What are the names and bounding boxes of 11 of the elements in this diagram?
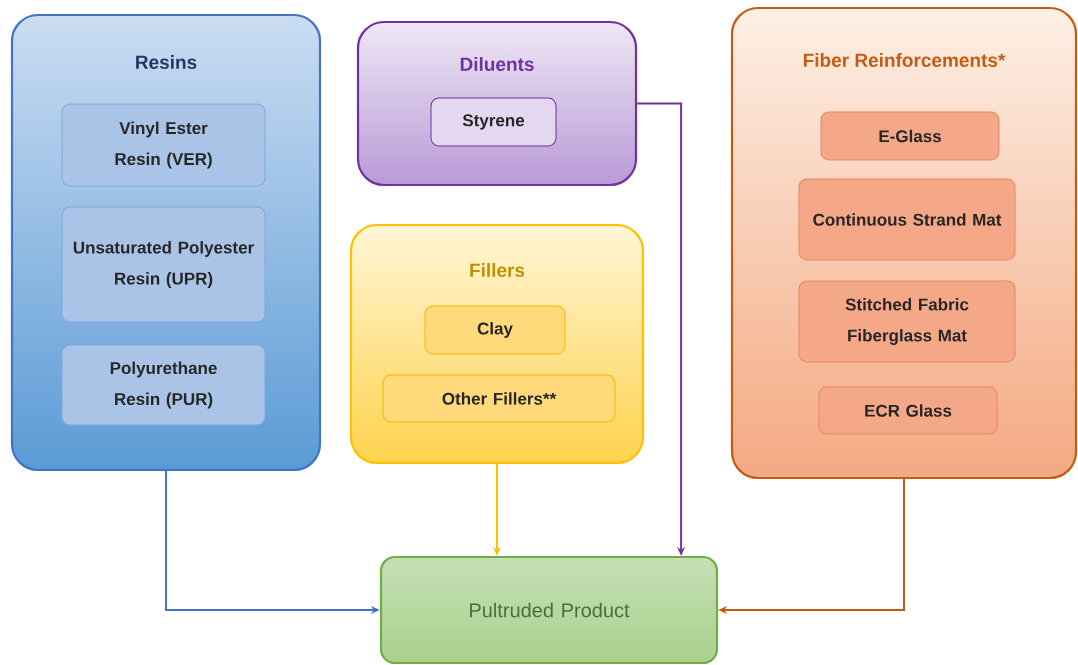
item-box: Styrene — [430, 97, 557, 147]
item-box: Polyurethane Resin (PUR) — [61, 344, 266, 426]
item-box: Vinyl Ester Resin (VER) — [61, 103, 266, 187]
item-box: Continuous Strand Mat — [798, 178, 1016, 261]
item-box: Other Fillers** — [382, 374, 616, 423]
item-box: ECR Glass — [818, 386, 998, 435]
product-box: Pultruded Product — [379, 555, 719, 665]
item-box: Stitched Fabric Fiberglass Mat — [798, 280, 1016, 363]
item-box: E-Glass — [820, 111, 1000, 161]
item-box: Clay — [424, 305, 566, 355]
item-box: Unsaturated Polyester Resin (UPR) — [61, 206, 266, 323]
